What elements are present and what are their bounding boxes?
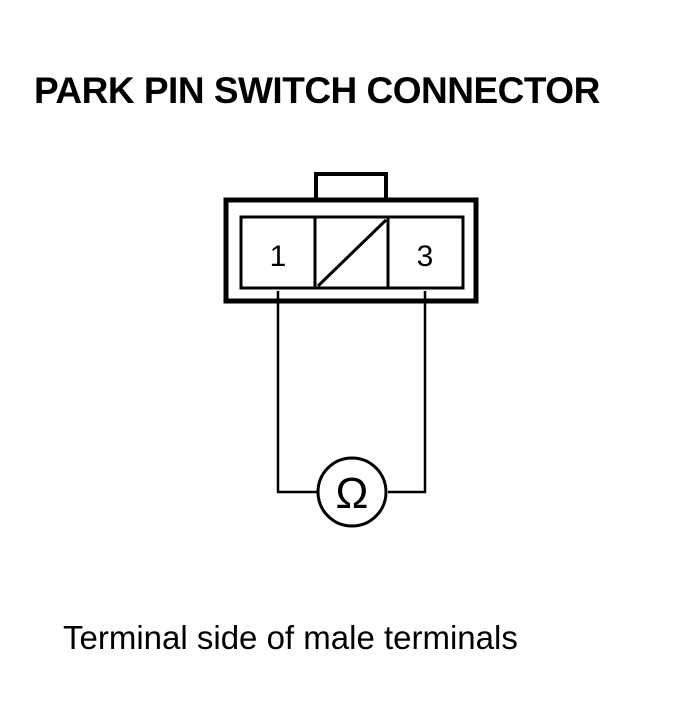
- connector-housing: [223, 197, 479, 304]
- diagram-title: PARK PIN SWITCH CONNECTOR: [34, 70, 600, 111]
- terminal-3-label: 3: [417, 240, 434, 273]
- probe-wire-terminal-3: [388, 291, 427, 494]
- unused-cavity-slash: [316, 218, 388, 288]
- connector-lock-tab: [314, 172, 388, 203]
- probe-wire-terminal-1: [276, 291, 319, 494]
- ohmmeter-icon: Ω: [316, 456, 388, 528]
- connector-cavity: [239, 215, 465, 290]
- terminal-1-label: 1: [270, 240, 287, 273]
- ohmmeter-circle: [316, 456, 388, 528]
- diagram-caption: Terminal side of male terminals: [63, 619, 518, 656]
- ohm-symbol: Ω: [336, 469, 369, 518]
